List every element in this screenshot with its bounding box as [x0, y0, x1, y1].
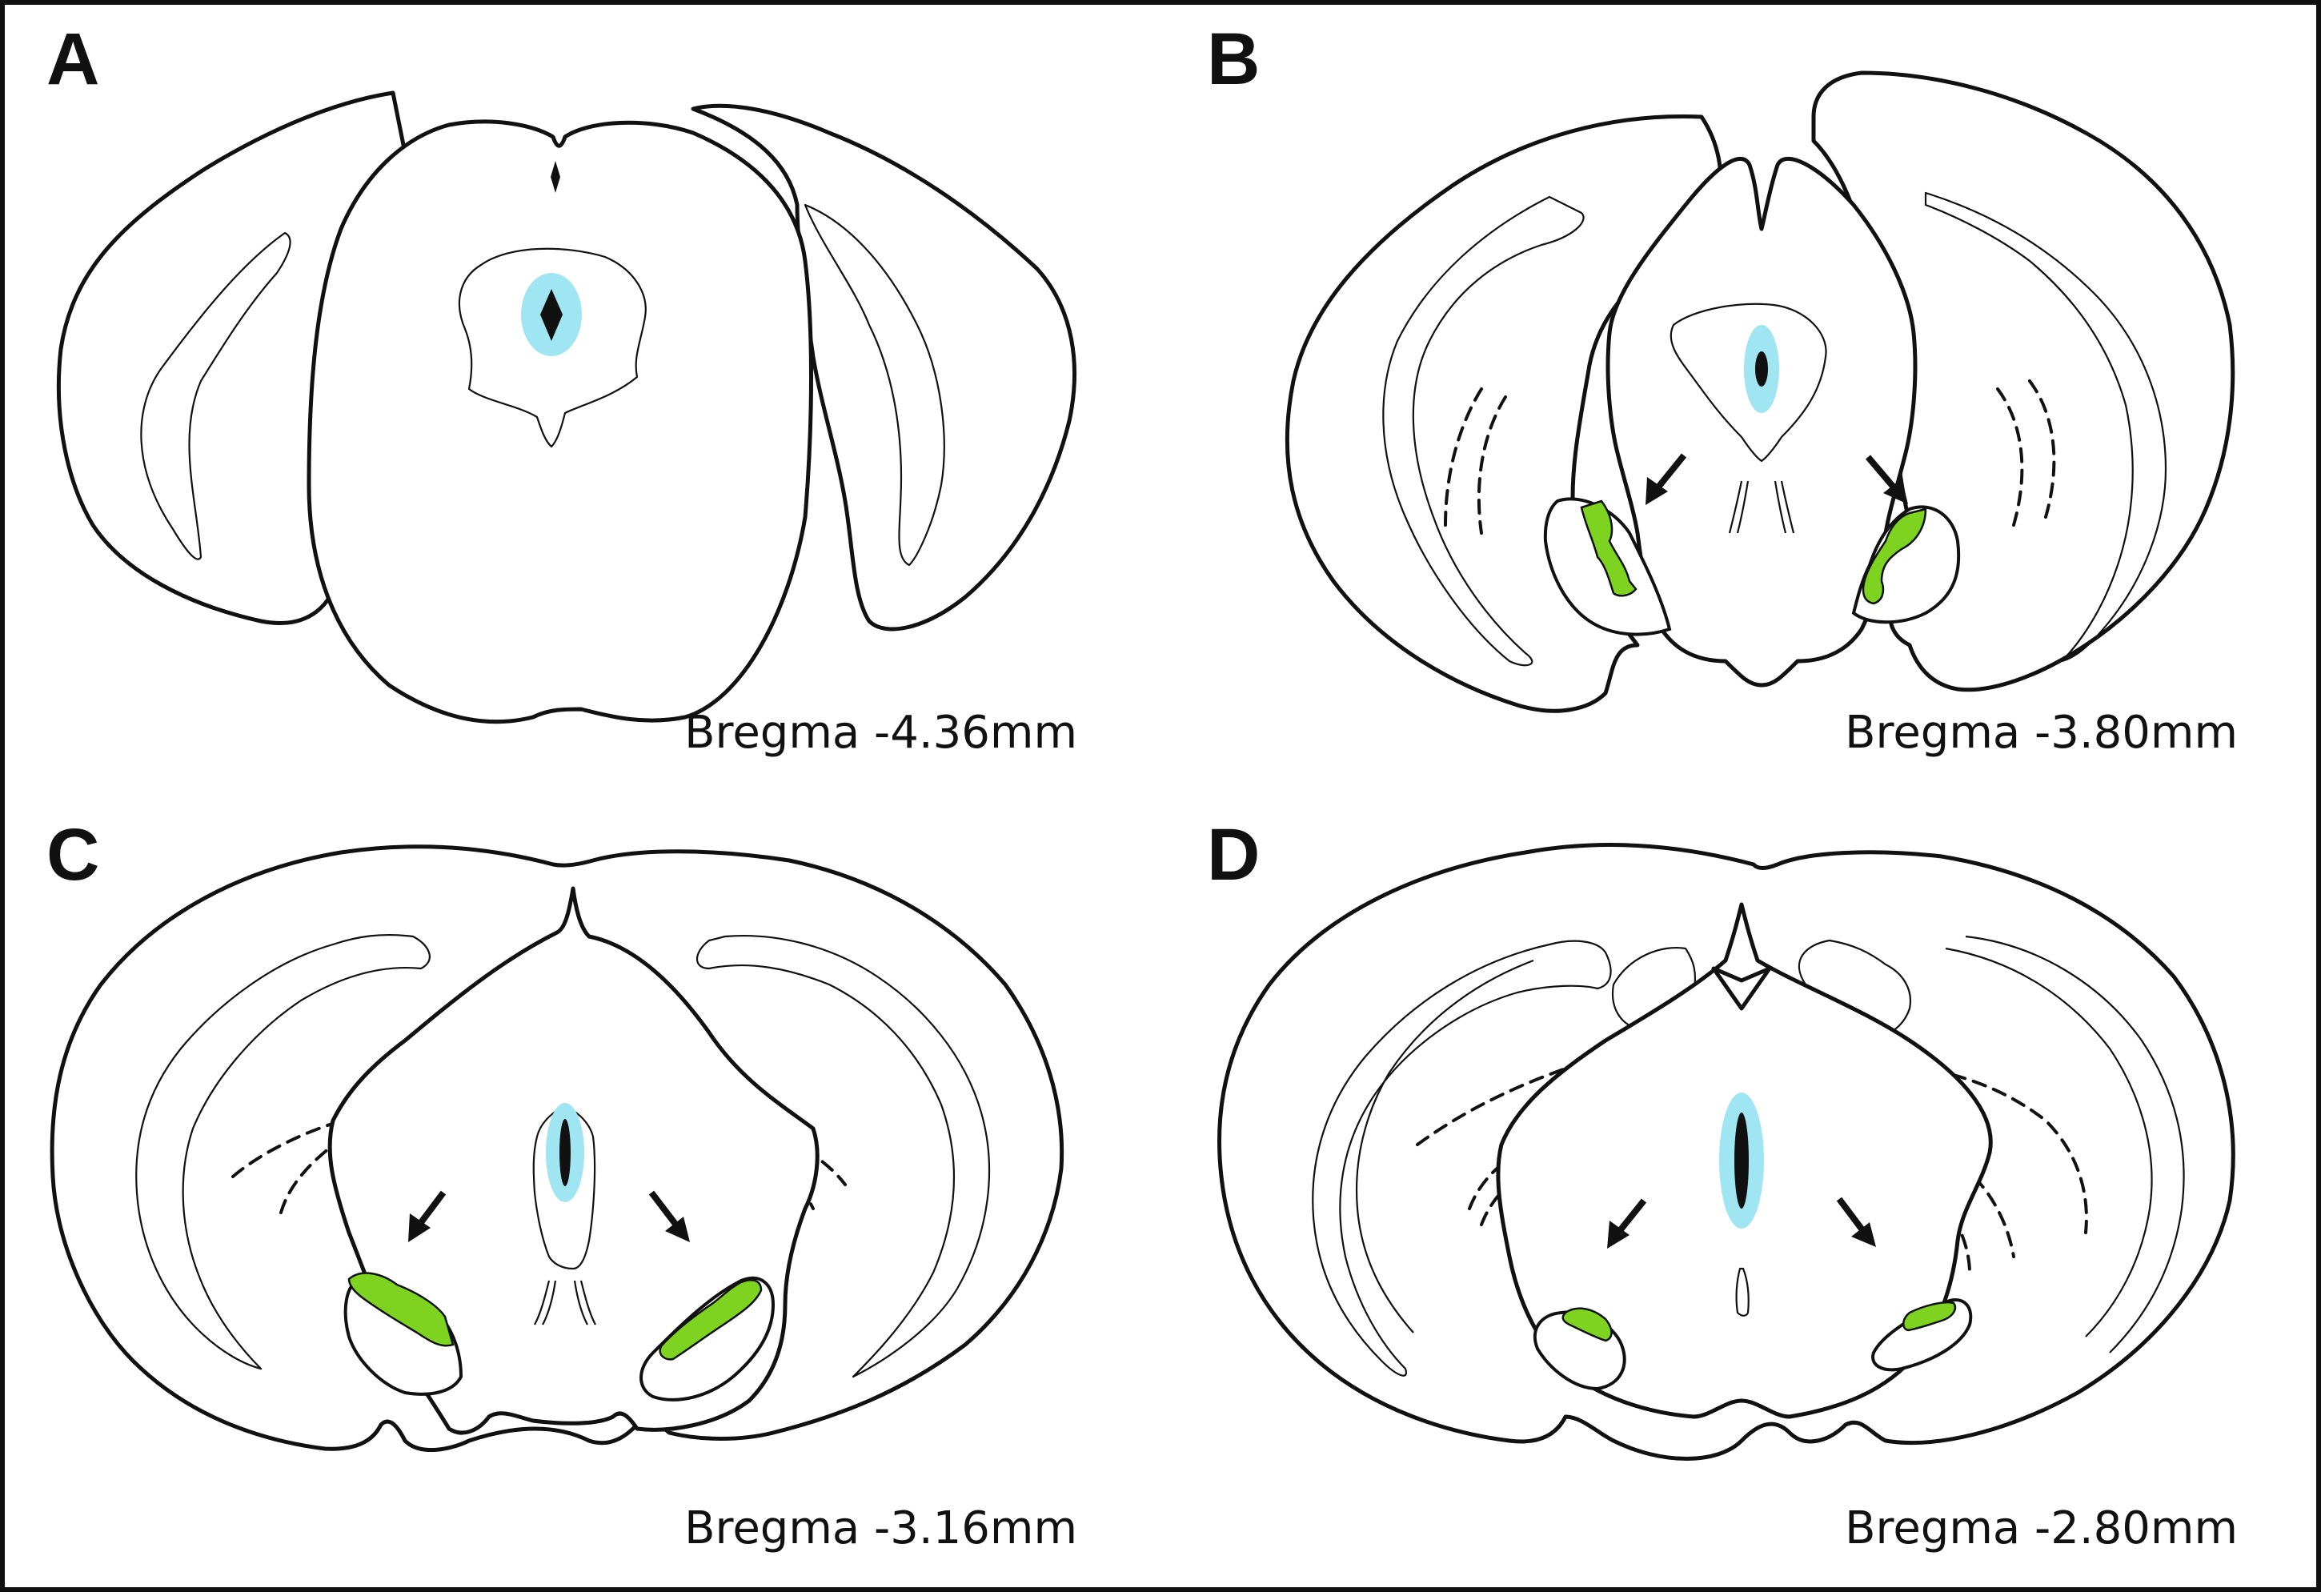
ventricle-a	[540, 289, 563, 341]
arrow-right-b	[1865, 455, 1908, 504]
panel-b: B Bregma -3.80mm	[1165, 5, 2321, 800]
central-brainstem-a	[307, 119, 813, 724]
arrow-left-c	[408, 1190, 447, 1242]
left-highlight-c	[347, 1272, 455, 1347]
panel-letter-d: D	[1207, 814, 1261, 896]
bregma-caption-d: Bregma -2.80mm	[1845, 1502, 2238, 1554]
right-highlight-d	[1902, 1301, 1957, 1332]
panel-letter-b: B	[1207, 18, 1261, 100]
arrow-right-c	[648, 1190, 690, 1242]
bregma-caption-a: Bregma -4.36mm	[684, 707, 1077, 759]
right-highlight-b	[1862, 507, 1927, 605]
bregma-caption-b: Bregma -3.80mm	[1845, 707, 2238, 759]
brain-section-c	[50, 844, 1064, 1453]
left-highlight-d	[1561, 1307, 1613, 1342]
panel-c: C Bregma -3.16mm	[5, 800, 1165, 1596]
bregma-caption-c: Bregma -3.16mm	[684, 1502, 1077, 1554]
brain-section-d	[1217, 843, 2235, 1461]
central-gray-a	[458, 247, 647, 448]
arrow-left-d	[1607, 1198, 1647, 1249]
panel-letter-a: A	[46, 18, 100, 100]
panel-d: D Bregma -2.80mm	[1165, 800, 2321, 1596]
arrow-right-d	[1836, 1197, 1876, 1247]
right-highlight-c	[659, 1279, 763, 1361]
ventricle-b	[1755, 351, 1768, 387]
arrow-left-b	[1646, 453, 1687, 505]
panel-a: A Bregma -4.36mm	[5, 5, 1165, 800]
brain-section-a	[56, 90, 1076, 724]
ventricle-d	[1734, 1113, 1749, 1209]
ventricle-c	[559, 1119, 571, 1186]
panel-letter-c: C	[46, 814, 100, 896]
brain-section-b	[1285, 70, 2235, 713]
midline-notch-a	[551, 161, 560, 193]
left-highlight-b	[1580, 499, 1638, 597]
